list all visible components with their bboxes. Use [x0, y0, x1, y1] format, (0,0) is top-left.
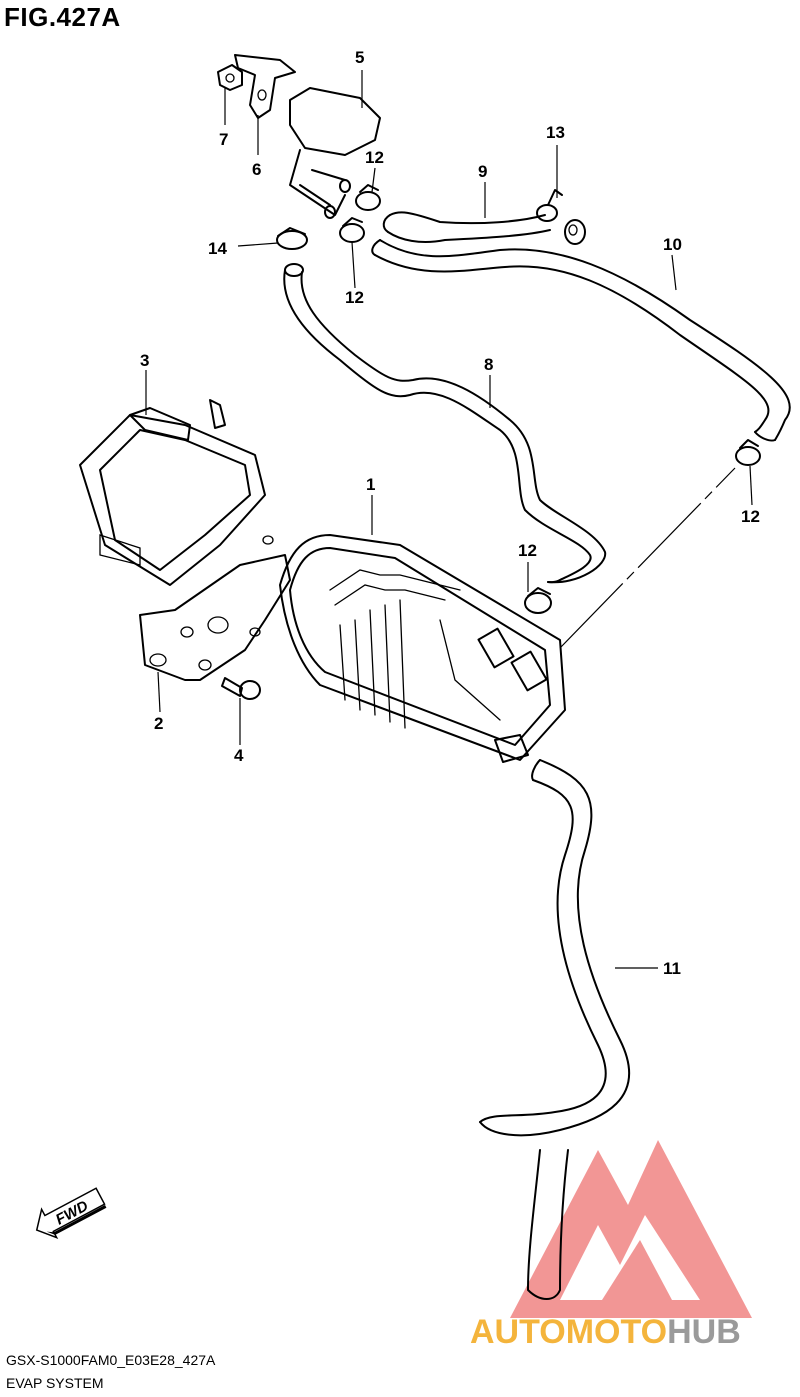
callout-12-upper: 12: [365, 148, 384, 167]
footer-name: EVAP SYSTEM: [6, 1375, 104, 1391]
clip-12-mid: [339, 217, 365, 243]
clip-12-right: [735, 439, 761, 466]
bracket-6: [234, 54, 296, 119]
hose-10: [371, 239, 791, 442]
callout-12-mid: 12: [345, 288, 364, 307]
nut-7: [217, 64, 243, 91]
figure-title: FIG.427A: [4, 2, 121, 32]
valve-5: [289, 87, 381, 219]
bracket-3: [79, 399, 266, 586]
callout-6: 6: [252, 160, 261, 179]
callout-7: 7: [219, 130, 228, 149]
hose-8: [283, 263, 607, 584]
callout-9: 9: [478, 162, 487, 181]
callout-2: 2: [154, 714, 163, 733]
callout-8: 8: [484, 355, 493, 374]
callout-10: 10: [663, 235, 682, 254]
bracket-2: [139, 535, 291, 681]
hose-11: [479, 759, 631, 1300]
callout-12-lower: 12: [518, 541, 537, 560]
callout-5: 5: [355, 48, 364, 67]
clip-13: [536, 189, 563, 222]
watermark-logo: [510, 1140, 752, 1318]
bolt-4: [221, 677, 261, 700]
clip-14: [276, 227, 308, 250]
watermark-text: AUTOMOTOHUB: [470, 1313, 741, 1351]
canister-1: [279, 534, 566, 763]
callout-12-right: 12: [741, 507, 760, 526]
callout-3: 3: [140, 351, 149, 370]
clip-12-lower: [524, 587, 552, 614]
callout-1: 1: [366, 475, 375, 494]
footer-code: GSX-S1000FAM0_E03E28_427A: [6, 1352, 216, 1368]
fwd-arrow: FWD: [35, 1187, 107, 1239]
clip-12-upper: [355, 184, 381, 211]
hose-9: [382, 211, 586, 245]
callout-14: 14: [208, 239, 227, 258]
callout-11: 11: [663, 959, 681, 978]
callout-4: 4: [234, 746, 244, 765]
leader-lines: [145, 70, 753, 969]
callout-13: 13: [546, 123, 565, 142]
